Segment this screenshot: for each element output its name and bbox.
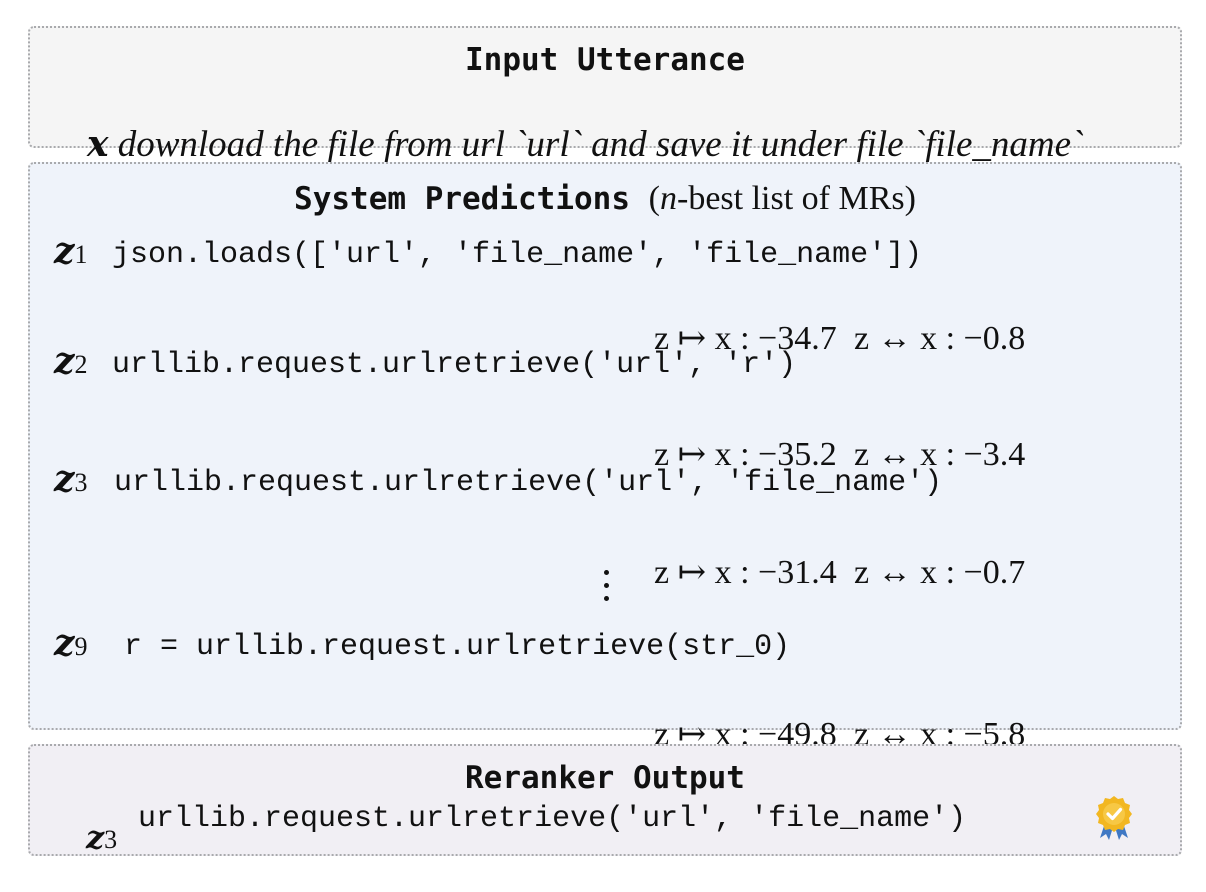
score-label-map: z ↦ x : <box>654 436 759 473</box>
score-label-map: z ↦ x : <box>654 554 759 591</box>
prediction-var: z1 <box>54 230 87 272</box>
utterance-sentence: download the file from url `url` and sav… <box>108 124 1084 165</box>
subtitle-open: ( <box>648 180 660 217</box>
reranker-output-panel: Reranker Output z3 urllib.request.urlret… <box>28 744 1182 856</box>
var-z: z <box>86 818 105 856</box>
score-gen-value: −34.7 <box>758 320 837 357</box>
input-utterance-text: x download the file from url `url` and s… <box>50 80 1083 209</box>
prediction-scores-2: z ↦ x : −35.2 z ↔ x : −3.4 <box>620 396 1025 512</box>
score-gen-value: −31.4 <box>758 554 837 591</box>
subtitle-n: n <box>660 180 677 217</box>
score-bi-value: −0.7 <box>963 554 1026 591</box>
prediction-var: z3 <box>54 458 87 500</box>
award-badge-icon <box>1096 796 1132 840</box>
prediction-row-3: z3 urllib.request.urlretrieve('url', 'fi… <box>54 458 942 508</box>
var-subscript: 2 <box>74 350 88 379</box>
reranker-output-title: Reranker Output <box>465 760 745 796</box>
reranker-var: z3 <box>86 818 117 856</box>
prediction-scores-3: z ↦ x : −31.4 z ↔ x : −0.7 <box>620 514 1025 630</box>
score-generative: z ↦ x : −34.7 <box>654 318 837 358</box>
system-predictions-panel: System Predictions (n-best list of MRs) … <box>28 162 1182 753</box>
prediction-row-9: z9 r = urllib.request.urlretrieve(str_0) <box>54 622 790 672</box>
system-predictions-subtitle: (n-best list of MRs) <box>649 180 916 217</box>
utterance-var-x: x <box>87 123 109 165</box>
var-z: z <box>54 458 75 500</box>
reranker-code: urllib.request.urlretrieve('url', 'file_… <box>138 802 967 836</box>
score-bidirectional: z ↔ x : −3.4 <box>854 436 1025 473</box>
var-z: z <box>54 230 75 272</box>
input-utterance-panel: Input Utterance x download the file from… <box>28 26 1182 165</box>
prediction-code: r = urllib.request.urlretrieve(str_0) <box>124 630 791 664</box>
prediction-row-2: z2 urllib.request.urlretrieve('url', 'r'… <box>54 340 796 390</box>
var-z: z <box>54 622 75 664</box>
var-subscript: 9 <box>74 632 88 661</box>
score-bidirectional: z ↔ x : −0.8 <box>854 320 1025 357</box>
input-utterance-title: Input Utterance <box>465 42 745 78</box>
prediction-var: z2 <box>54 340 87 382</box>
score-label-map: z ↦ x : <box>654 716 759 753</box>
prediction-scores-1: z ↦ x : −34.7 z ↔ x : −0.8 <box>620 280 1025 396</box>
var-subscript: 3 <box>104 825 118 854</box>
prediction-var: z9 <box>54 622 87 664</box>
system-predictions-title: System Predictions <box>294 181 630 217</box>
system-predictions-heading: System Predictions (n-best list of MRs) <box>30 180 1180 218</box>
prediction-code: json.loads(['url', 'file_name', 'file_na… <box>112 238 923 272</box>
reranker-result: z3 urllib.request.urlretrieve('url', 'fi… <box>70 800 966 892</box>
score-bi-value: −0.8 <box>963 320 1026 357</box>
badge-center <box>1103 803 1125 825</box>
prediction-row-1: z1 json.loads(['url', 'file_name', 'file… <box>54 230 922 280</box>
var-z: z <box>54 340 75 382</box>
badge-check <box>1106 807 1123 821</box>
score-label-bi: z ↔ x : <box>854 436 964 473</box>
var-subscript: 1 <box>74 240 88 269</box>
score-bidirectional: z ↔ x : −0.7 <box>854 554 1025 591</box>
score-label-bi: z ↔ x : <box>854 320 964 357</box>
prediction-code: urllib.request.urlretrieve('url', 'file_… <box>114 466 943 500</box>
score-label-bi: z ↔ x : <box>854 554 964 591</box>
var-subscript: 3 <box>74 468 88 497</box>
subtitle-rest: -best list of MRs) <box>677 180 916 217</box>
score-generative: z ↦ x : −35.2 <box>654 434 837 474</box>
prediction-code: urllib.request.urlretrieve('url', 'r') <box>112 348 797 382</box>
score-generative: z ↦ x : −31.4 <box>654 552 837 592</box>
score-bi-value: −3.4 <box>963 436 1026 473</box>
score-gen-value: −35.2 <box>758 436 837 473</box>
vertical-ellipsis <box>596 570 616 609</box>
score-label-map: z ↦ x : <box>654 320 759 357</box>
